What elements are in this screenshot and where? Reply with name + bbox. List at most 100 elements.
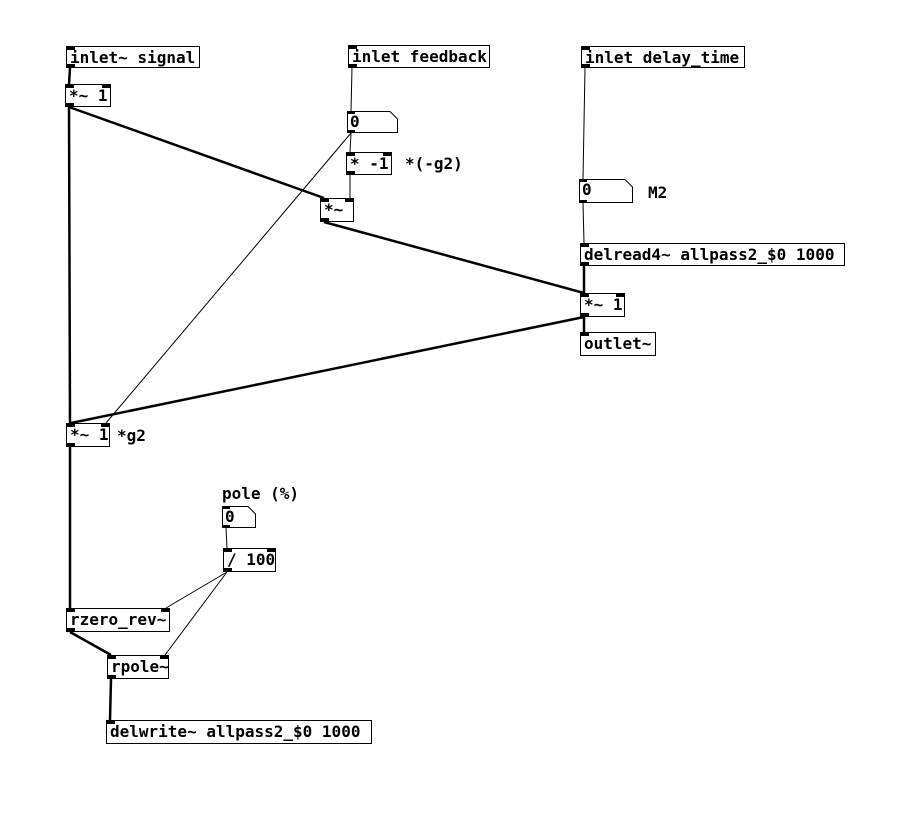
object-mul-sig-g2-inlet-0[interactable] (67, 424, 75, 427)
object-rzero-rev-label: rzero_rev~ (70, 610, 167, 629)
object-mul-sig-1-right[interactable]: *~ 1 (580, 293, 625, 317)
object-rpole[interactable]: rpole~ (107, 655, 169, 679)
object-inlet-signal-inlet-0[interactable] (67, 47, 75, 50)
object-mul-sig-mid-label: *~ (324, 200, 344, 219)
object-mul-neg1-label: * -1 (350, 154, 389, 173)
patch-cord-numberbox-feedback--object-mul-sig-g2[interactable] (105, 132, 352, 424)
comment-pole-label: pole (%) (222, 484, 300, 503)
object-rzero-rev-outlet-0[interactable] (67, 628, 75, 631)
numberbox-pole-label: 0 (225, 507, 235, 526)
numberbox-pole[interactable]: 0 (222, 506, 256, 528)
numberbox-feedback[interactable]: 0 (347, 111, 398, 133)
comment-neg-g2-label: *(-g2) (405, 154, 463, 173)
object-rpole-inlet-0[interactable] (108, 656, 116, 659)
object-delread4-label: delread4~ allpass2_$0 1000 (584, 245, 835, 264)
patch-cord-object-rzero-rev--object-rpole[interactable] (69, 630, 112, 657)
object-mul-neg1-outlet-0[interactable] (347, 171, 355, 174)
object-mul-sig-mid[interactable]: *~ (320, 198, 354, 222)
object-mul-sig-1-top-outlet-0[interactable] (66, 103, 74, 106)
patch-cord-numberbox-pole--object-div-100[interactable] (225, 527, 228, 549)
comment-m2: M2 (648, 183, 667, 202)
object-delwrite-label: delwrite~ allpass2_$0 1000 (110, 722, 361, 741)
numberbox-feedback-shape (347, 111, 398, 133)
object-inlet-delay-inlet-0[interactable] (582, 47, 590, 50)
object-outlet-inlet-0[interactable] (581, 333, 589, 336)
comment-pole: pole (%) (222, 484, 299, 503)
numberbox-feedback-label: 0 (350, 112, 360, 131)
object-mul-sig-1-top-inlet-0[interactable] (66, 85, 74, 88)
object-delread4-inlet-0[interactable] (581, 244, 589, 247)
patch-cord-object-inlet-feedback--numberbox-feedback[interactable] (350, 67, 353, 112)
patch-cord-numberbox-delay--object-delread4[interactable] (582, 202, 585, 244)
object-mul-sig-mid-outlet-0[interactable] (321, 218, 329, 221)
object-inlet-delay-label: inlet delay_time (585, 48, 740, 67)
patch-cord-object-mul-sig-1-top--object-mul-sig-g2[interactable] (67, 106, 72, 424)
object-div-100-inlet-0[interactable] (224, 549, 232, 552)
object-mul-sig-1-right-inlet-0[interactable] (581, 294, 589, 297)
object-inlet-signal[interactable]: inlet~ signal (66, 46, 200, 68)
patch-cord-object-inlet-signal--object-mul-sig-1-top[interactable] (67, 67, 72, 85)
object-inlet-signal-outlet-0[interactable] (67, 64, 75, 67)
numberbox-feedback-inlet-0[interactable] (347, 111, 355, 114)
object-mul-sig-1-right-inlet-1[interactable] (616, 294, 624, 297)
comment-g2-label: *g2 (117, 426, 146, 445)
numberbox-delay-label: 0 (582, 180, 592, 199)
patch-cord-object-div-100--object-rpole[interactable] (164, 571, 228, 656)
object-mul-sig-g2[interactable]: *~ 1 (66, 423, 110, 447)
object-rzero-rev[interactable]: rzero_rev~ (66, 608, 170, 632)
comment-g2: *g2 (117, 426, 146, 445)
object-mul-neg1-inlet-1[interactable] (383, 153, 391, 156)
patch-cord-object-mul-sig-1-right--object-mul-sig-g2[interactable] (70, 315, 585, 425)
object-rpole-outlet-0[interactable] (108, 675, 116, 678)
object-rpole-inlet-1[interactable] (160, 656, 168, 659)
object-rpole-label: rpole~ (111, 657, 169, 676)
object-inlet-delay[interactable]: inlet delay_time (581, 46, 745, 68)
object-inlet-signal-label: inlet~ signal (70, 48, 196, 67)
patch-cord-numberbox-feedback--object-mul-neg1[interactable] (349, 132, 352, 153)
object-rzero-rev-inlet-0[interactable] (67, 609, 75, 612)
object-mul-neg1-inlet-0[interactable] (347, 153, 355, 156)
object-rzero-rev-inlet-1[interactable] (161, 609, 169, 612)
patch-cord-object-mul-sig-1-top--object-mul-sig-mid[interactable] (68, 105, 325, 200)
object-delwrite[interactable]: delwrite~ allpass2_$0 1000 (106, 720, 372, 744)
numberbox-delay-outlet-0[interactable] (579, 200, 587, 203)
patch-cord-object-inlet-delay--numberbox-delay[interactable] (582, 67, 586, 180)
object-delread4[interactable]: delread4~ allpass2_$0 1000 (580, 243, 845, 266)
object-outlet-label: outlet~ (584, 334, 652, 353)
object-div-100-label: / 100 (227, 550, 276, 569)
patch-cord-object-mul-sig-mid--object-mul-sig-1-right[interactable] (323, 220, 585, 295)
numberbox-pole-shape (222, 506, 256, 528)
object-mul-sig-g2-inlet-1[interactable] (101, 424, 109, 427)
numberbox-pole-outlet-0[interactable] (222, 525, 230, 528)
object-div-100-inlet-1[interactable] (267, 549, 275, 552)
object-delwrite-inlet-0[interactable] (107, 721, 115, 724)
object-div-100[interactable]: / 100 (223, 548, 276, 572)
object-inlet-delay-outlet-0[interactable] (582, 64, 590, 67)
object-outlet[interactable]: outlet~ (580, 332, 656, 356)
patch-cord-object-div-100--object-rzero-rev[interactable] (165, 571, 228, 609)
object-div-100-outlet-0[interactable] (224, 568, 232, 571)
object-mul-sig-1-top-inlet-1[interactable] (102, 85, 110, 88)
object-inlet-feedback-inlet-0[interactable] (349, 46, 357, 49)
comment-neg-g2: *(-g2) (405, 154, 463, 173)
object-mul-neg1[interactable]: * -1 (346, 152, 392, 175)
object-mul-sig-1-top[interactable]: *~ 1 (65, 84, 111, 107)
numberbox-delay[interactable]: 0 (579, 179, 633, 203)
object-mul-sig-g2-outlet-0[interactable] (67, 443, 75, 446)
object-inlet-feedback-outlet-0[interactable] (349, 64, 357, 67)
object-mul-sig-mid-inlet-0[interactable] (321, 199, 329, 202)
object-mul-sig-g2-label: *~ 1 (70, 425, 109, 444)
patch-cord-object-rpole--object-delwrite[interactable] (108, 678, 113, 721)
object-inlet-feedback-label: inlet feedback (352, 47, 487, 66)
object-mul-sig-mid-inlet-1[interactable] (345, 199, 353, 202)
numberbox-delay-shape (579, 179, 633, 203)
numberbox-pole-inlet-0[interactable] (222, 506, 230, 509)
object-mul-sig-1-right-outlet-0[interactable] (581, 313, 589, 316)
object-mul-sig-1-top-label: *~ 1 (69, 86, 108, 105)
numberbox-delay-inlet-0[interactable] (579, 179, 587, 182)
object-inlet-feedback[interactable]: inlet feedback (348, 45, 490, 68)
numberbox-feedback-outlet-0[interactable] (347, 130, 355, 133)
object-delread4-outlet-0[interactable] (581, 262, 589, 265)
